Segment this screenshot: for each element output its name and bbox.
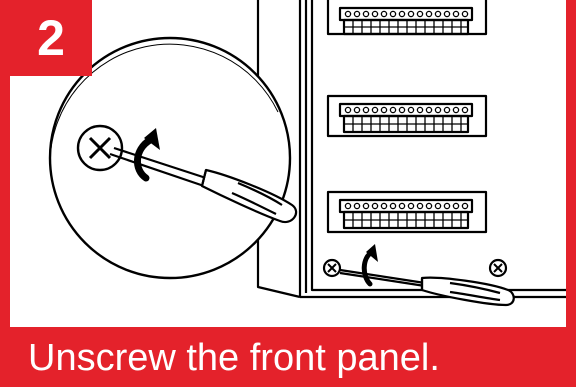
illustration-panel: 2	[10, 0, 566, 327]
rotate-counterclockwise-arrow-icon	[361, 244, 378, 287]
terminal-block	[326, 190, 488, 234]
cabinet-illustration	[48, 0, 566, 307]
screw-icon	[322, 258, 342, 278]
screw-icon	[488, 258, 508, 278]
step-number-badge: 2	[10, 0, 92, 76]
terminal-block	[326, 94, 488, 138]
step-caption: Unscrew the front panel.	[28, 337, 440, 379]
screwdriver-icon	[339, 268, 515, 307]
rotate-counterclockwise-arrow-icon	[134, 128, 160, 182]
terminal-block	[326, 0, 488, 36]
electrical-cabinet	[256, 0, 566, 299]
screw-icon	[76, 124, 124, 172]
screwdriver-icon	[109, 146, 298, 224]
magnifier-circle	[48, 36, 292, 280]
